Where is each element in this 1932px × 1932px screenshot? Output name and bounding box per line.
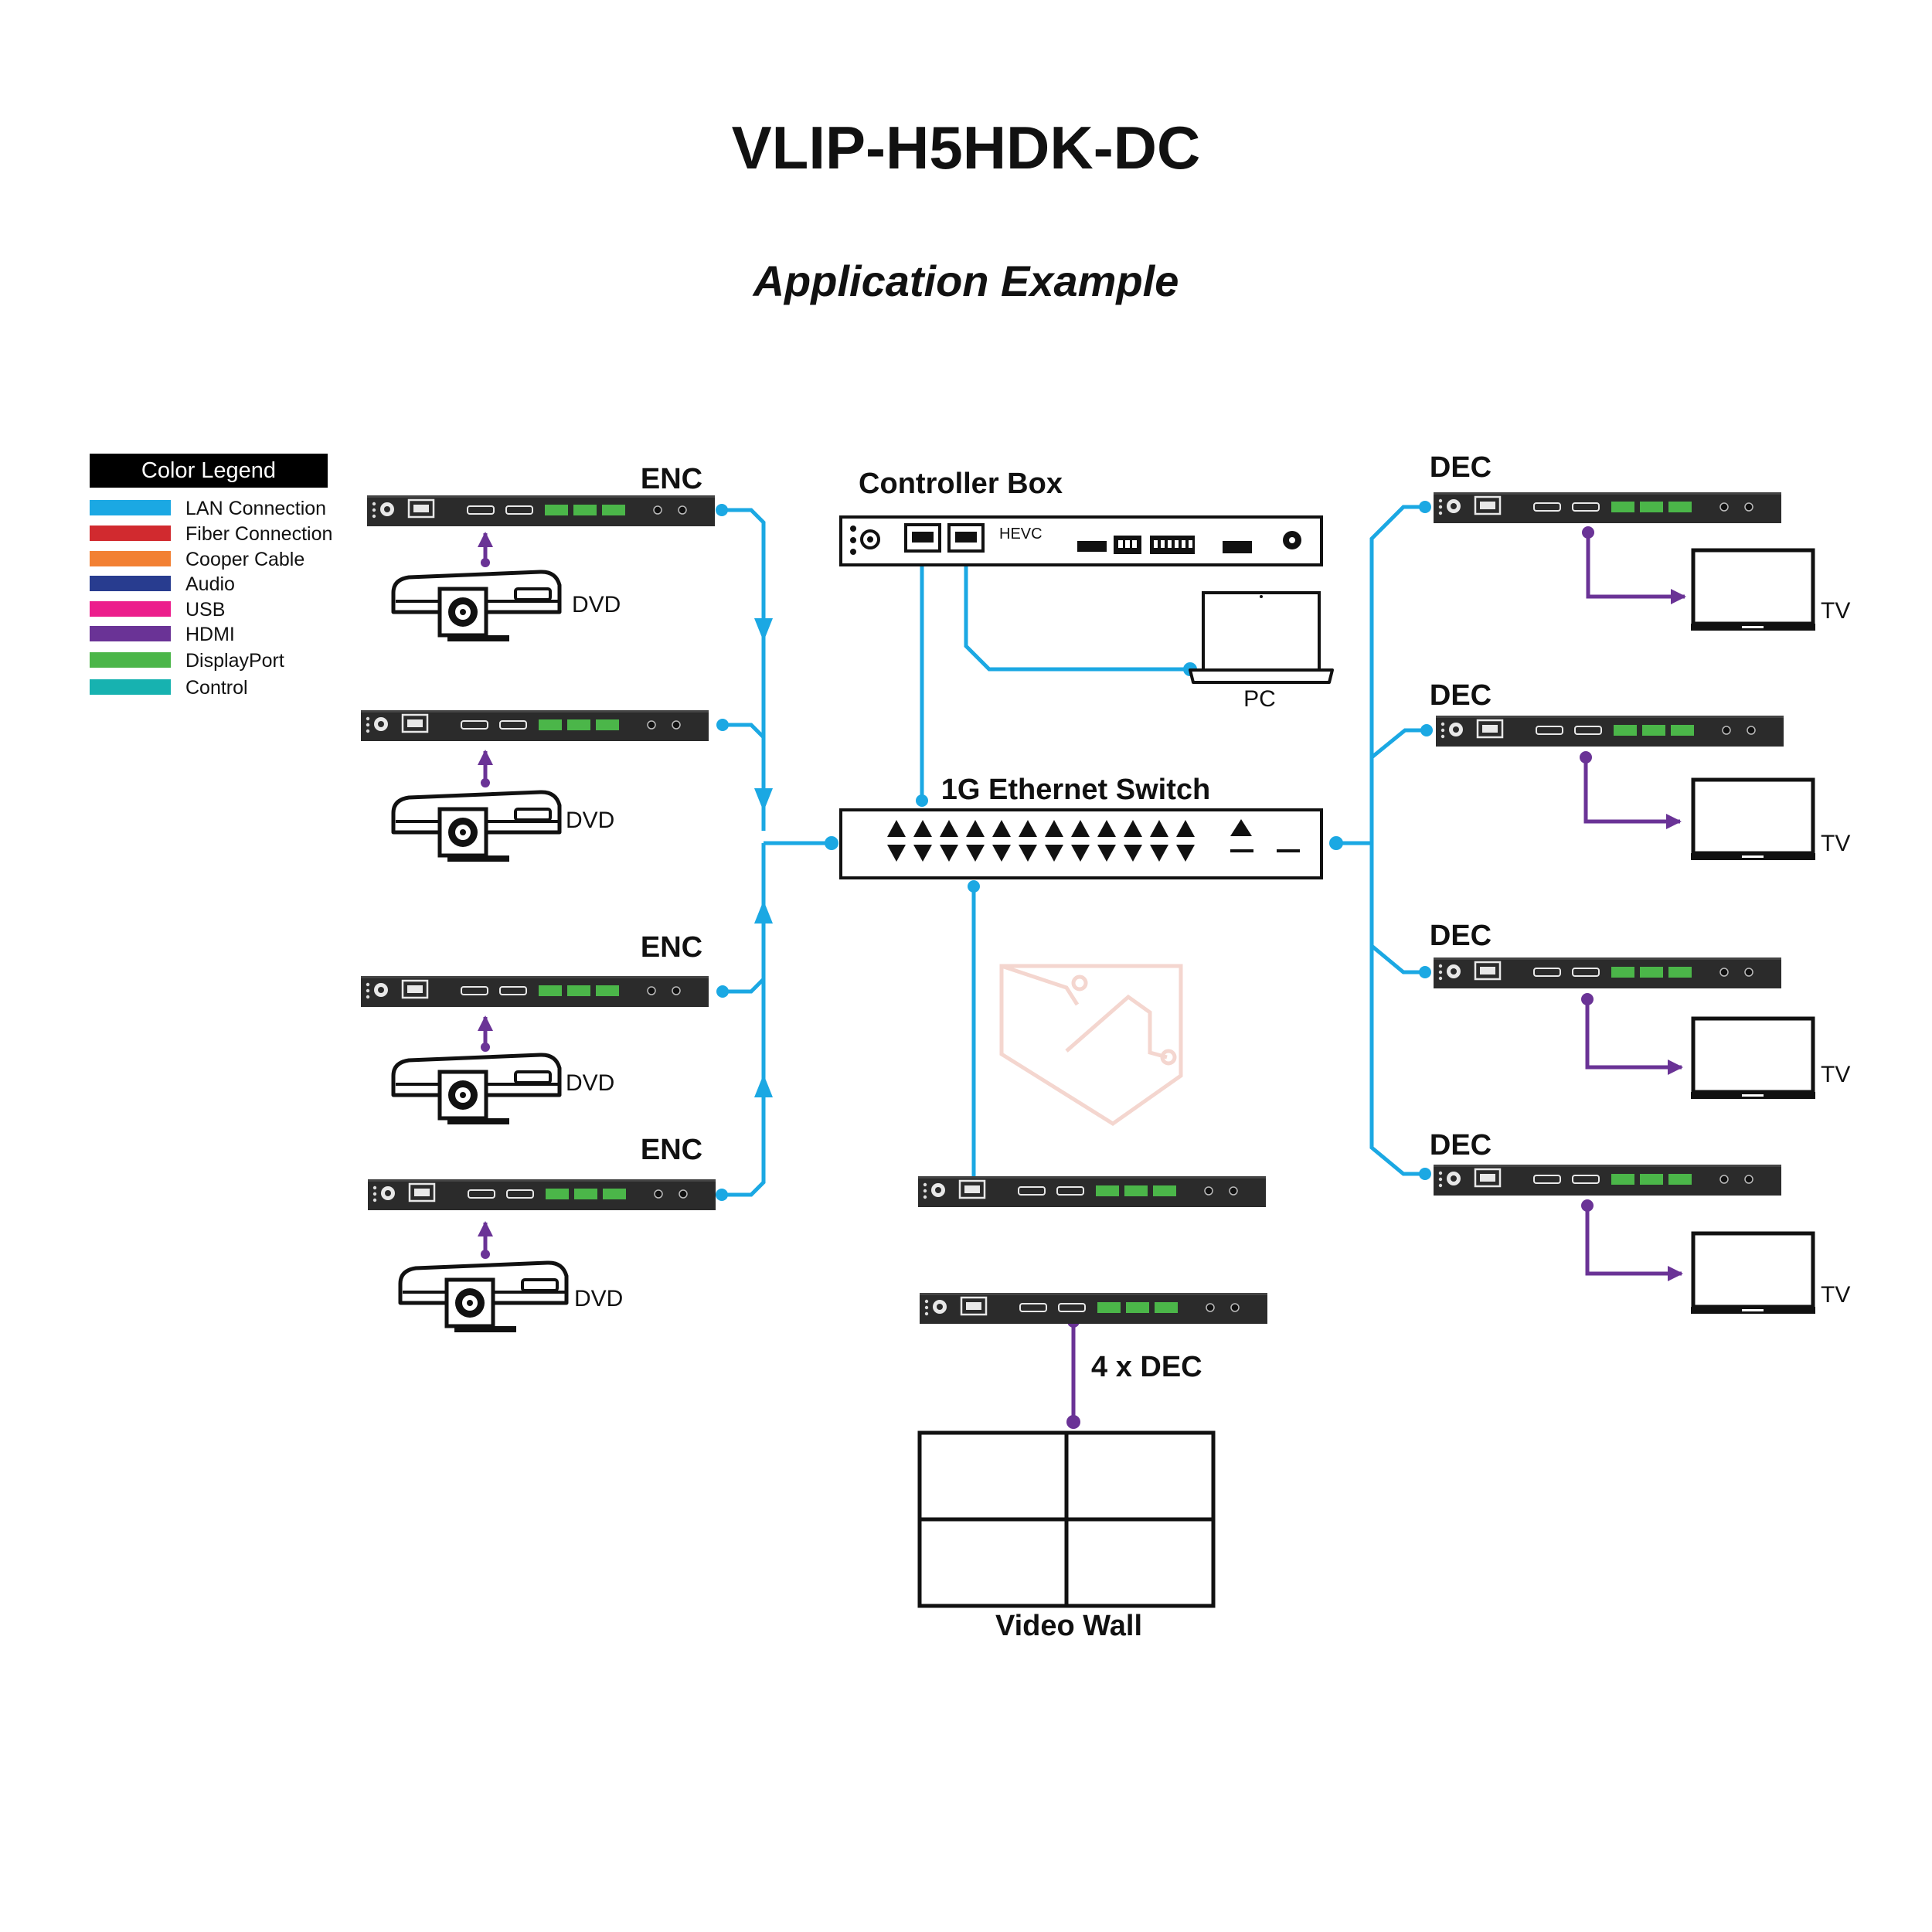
switch-port-icon	[1097, 845, 1116, 862]
tv-display-3	[1691, 1019, 1815, 1099]
legend-swatch	[90, 626, 171, 641]
tv-label-3: TV	[1821, 1062, 1850, 1087]
legend-title: Color Legend	[141, 458, 276, 483]
legend-swatch	[90, 576, 171, 591]
switch-port-icon	[1124, 845, 1142, 862]
tv-display-1	[1691, 550, 1815, 631]
page-subtitle: Application Example	[752, 257, 1179, 305]
switch-label: 1G Ethernet Switch	[941, 774, 1210, 806]
switch-port-icon	[1150, 845, 1168, 862]
switch-port-icon	[966, 820, 985, 837]
encoder-device-4	[366, 1178, 717, 1212]
dvd-player-4	[400, 1263, 566, 1332]
dvd-player-2	[393, 792, 560, 862]
switch-port-icon	[1045, 845, 1063, 862]
dvd-label-1: DVD	[572, 592, 621, 617]
dvd-label-2: DVD	[566, 808, 614, 833]
legend-swatch	[90, 652, 171, 668]
encoder-device-1	[366, 494, 716, 528]
pc-label: PC	[1243, 686, 1276, 712]
decoder-device-3	[1432, 956, 1783, 990]
hdmi-dots	[481, 526, 1594, 1429]
switch-port-icon	[1176, 845, 1195, 862]
legend-swatch	[90, 526, 171, 541]
encoder-label-3: ENC	[641, 1134, 702, 1166]
switch-port-icon	[1124, 820, 1142, 837]
decoder-device-2	[1434, 714, 1785, 748]
watermark-logo	[999, 964, 1183, 1126]
switch-port-icon	[940, 845, 958, 862]
switch-port-icon	[887, 845, 906, 862]
tv-label-4: TV	[1821, 1282, 1850, 1308]
lan-wiring-left	[722, 508, 832, 1197]
ethernet-switch	[839, 808, 1323, 879]
decoder-label-4: DEC	[1430, 1129, 1492, 1162]
switch-port-icon	[1019, 820, 1037, 837]
switch-port-icon	[1045, 820, 1063, 837]
switch-port-icon	[992, 820, 1011, 837]
switch-port-icon	[913, 820, 932, 837]
switch-port-icon	[966, 845, 985, 862]
legend-swatch	[90, 601, 171, 617]
dvd-player-3	[393, 1055, 560, 1124]
switch-port-icon	[887, 820, 906, 837]
switch-port-icon	[1097, 820, 1116, 837]
lan-arrows-left	[754, 618, 773, 1097]
legend-label: Fiber Connection	[185, 523, 332, 545]
dvd-player-1	[393, 572, 560, 641]
video-wall-receiver	[917, 1175, 1267, 1209]
hdmi-wiring	[478, 532, 1686, 1422]
legend-swatch	[90, 679, 171, 695]
video-wall-decoder-label: 4 x DEC	[1091, 1351, 1202, 1383]
controller-model: HEVC	[999, 526, 1043, 543]
decoder-label-2: DEC	[1430, 679, 1492, 712]
pc-laptop	[1189, 591, 1334, 684]
legend-label: LAN Connection	[185, 498, 326, 519]
tv-display-4	[1691, 1233, 1815, 1314]
legend-swatch	[90, 500, 171, 515]
switch-port-icon	[1176, 820, 1195, 837]
tv-label-2: TV	[1821, 831, 1850, 856]
video-wall-label: Video Wall	[995, 1610, 1142, 1642]
lan-dots-left	[716, 504, 838, 1201]
lan-wiring-center	[920, 552, 1190, 1184]
switch-port-icon	[913, 845, 932, 862]
controller-label: Controller Box	[859, 468, 1063, 500]
decoder-label-3: DEC	[1430, 920, 1492, 952]
switch-port-icon	[1071, 820, 1090, 837]
video-wall	[917, 1430, 1216, 1608]
controller-box: HEVC	[839, 515, 1323, 566]
encoder-label-1: ENC	[641, 463, 702, 495]
encoder-device-3	[359, 975, 710, 1009]
legend-label: HDMI	[185, 624, 235, 645]
switch-port-icon	[1071, 845, 1090, 862]
decoder-device-1	[1432, 491, 1783, 525]
tv-display-2	[1691, 780, 1815, 860]
legend-label: USB	[185, 599, 225, 621]
switch-port-icon	[940, 820, 958, 837]
decoder-device-4	[1432, 1163, 1783, 1197]
switch-port-icon	[1150, 820, 1168, 837]
decoder-label-1: DEC	[1430, 451, 1492, 484]
lan-wiring-right	[1336, 505, 1427, 1176]
lan-dots-right	[1329, 501, 1433, 1180]
video-wall-decoder	[918, 1291, 1269, 1325]
page-title: VLIP-H5HDK-DC	[732, 114, 1201, 182]
dvd-label-3: DVD	[566, 1070, 614, 1096]
tv-label-1: TV	[1821, 598, 1850, 624]
switch-port-icon	[1019, 845, 1037, 862]
legend-label: DisplayPort	[185, 650, 284, 672]
legend-label: Control	[185, 677, 248, 699]
switch-port-icon	[992, 845, 1011, 862]
legend-swatch	[90, 551, 171, 566]
encoder-label-2: ENC	[641, 931, 702, 964]
encoder-device-2	[359, 709, 710, 743]
legend-label: Audio	[185, 573, 235, 595]
dvd-label-4: DVD	[574, 1286, 623, 1311]
legend-label: Cooper Cable	[185, 549, 304, 570]
